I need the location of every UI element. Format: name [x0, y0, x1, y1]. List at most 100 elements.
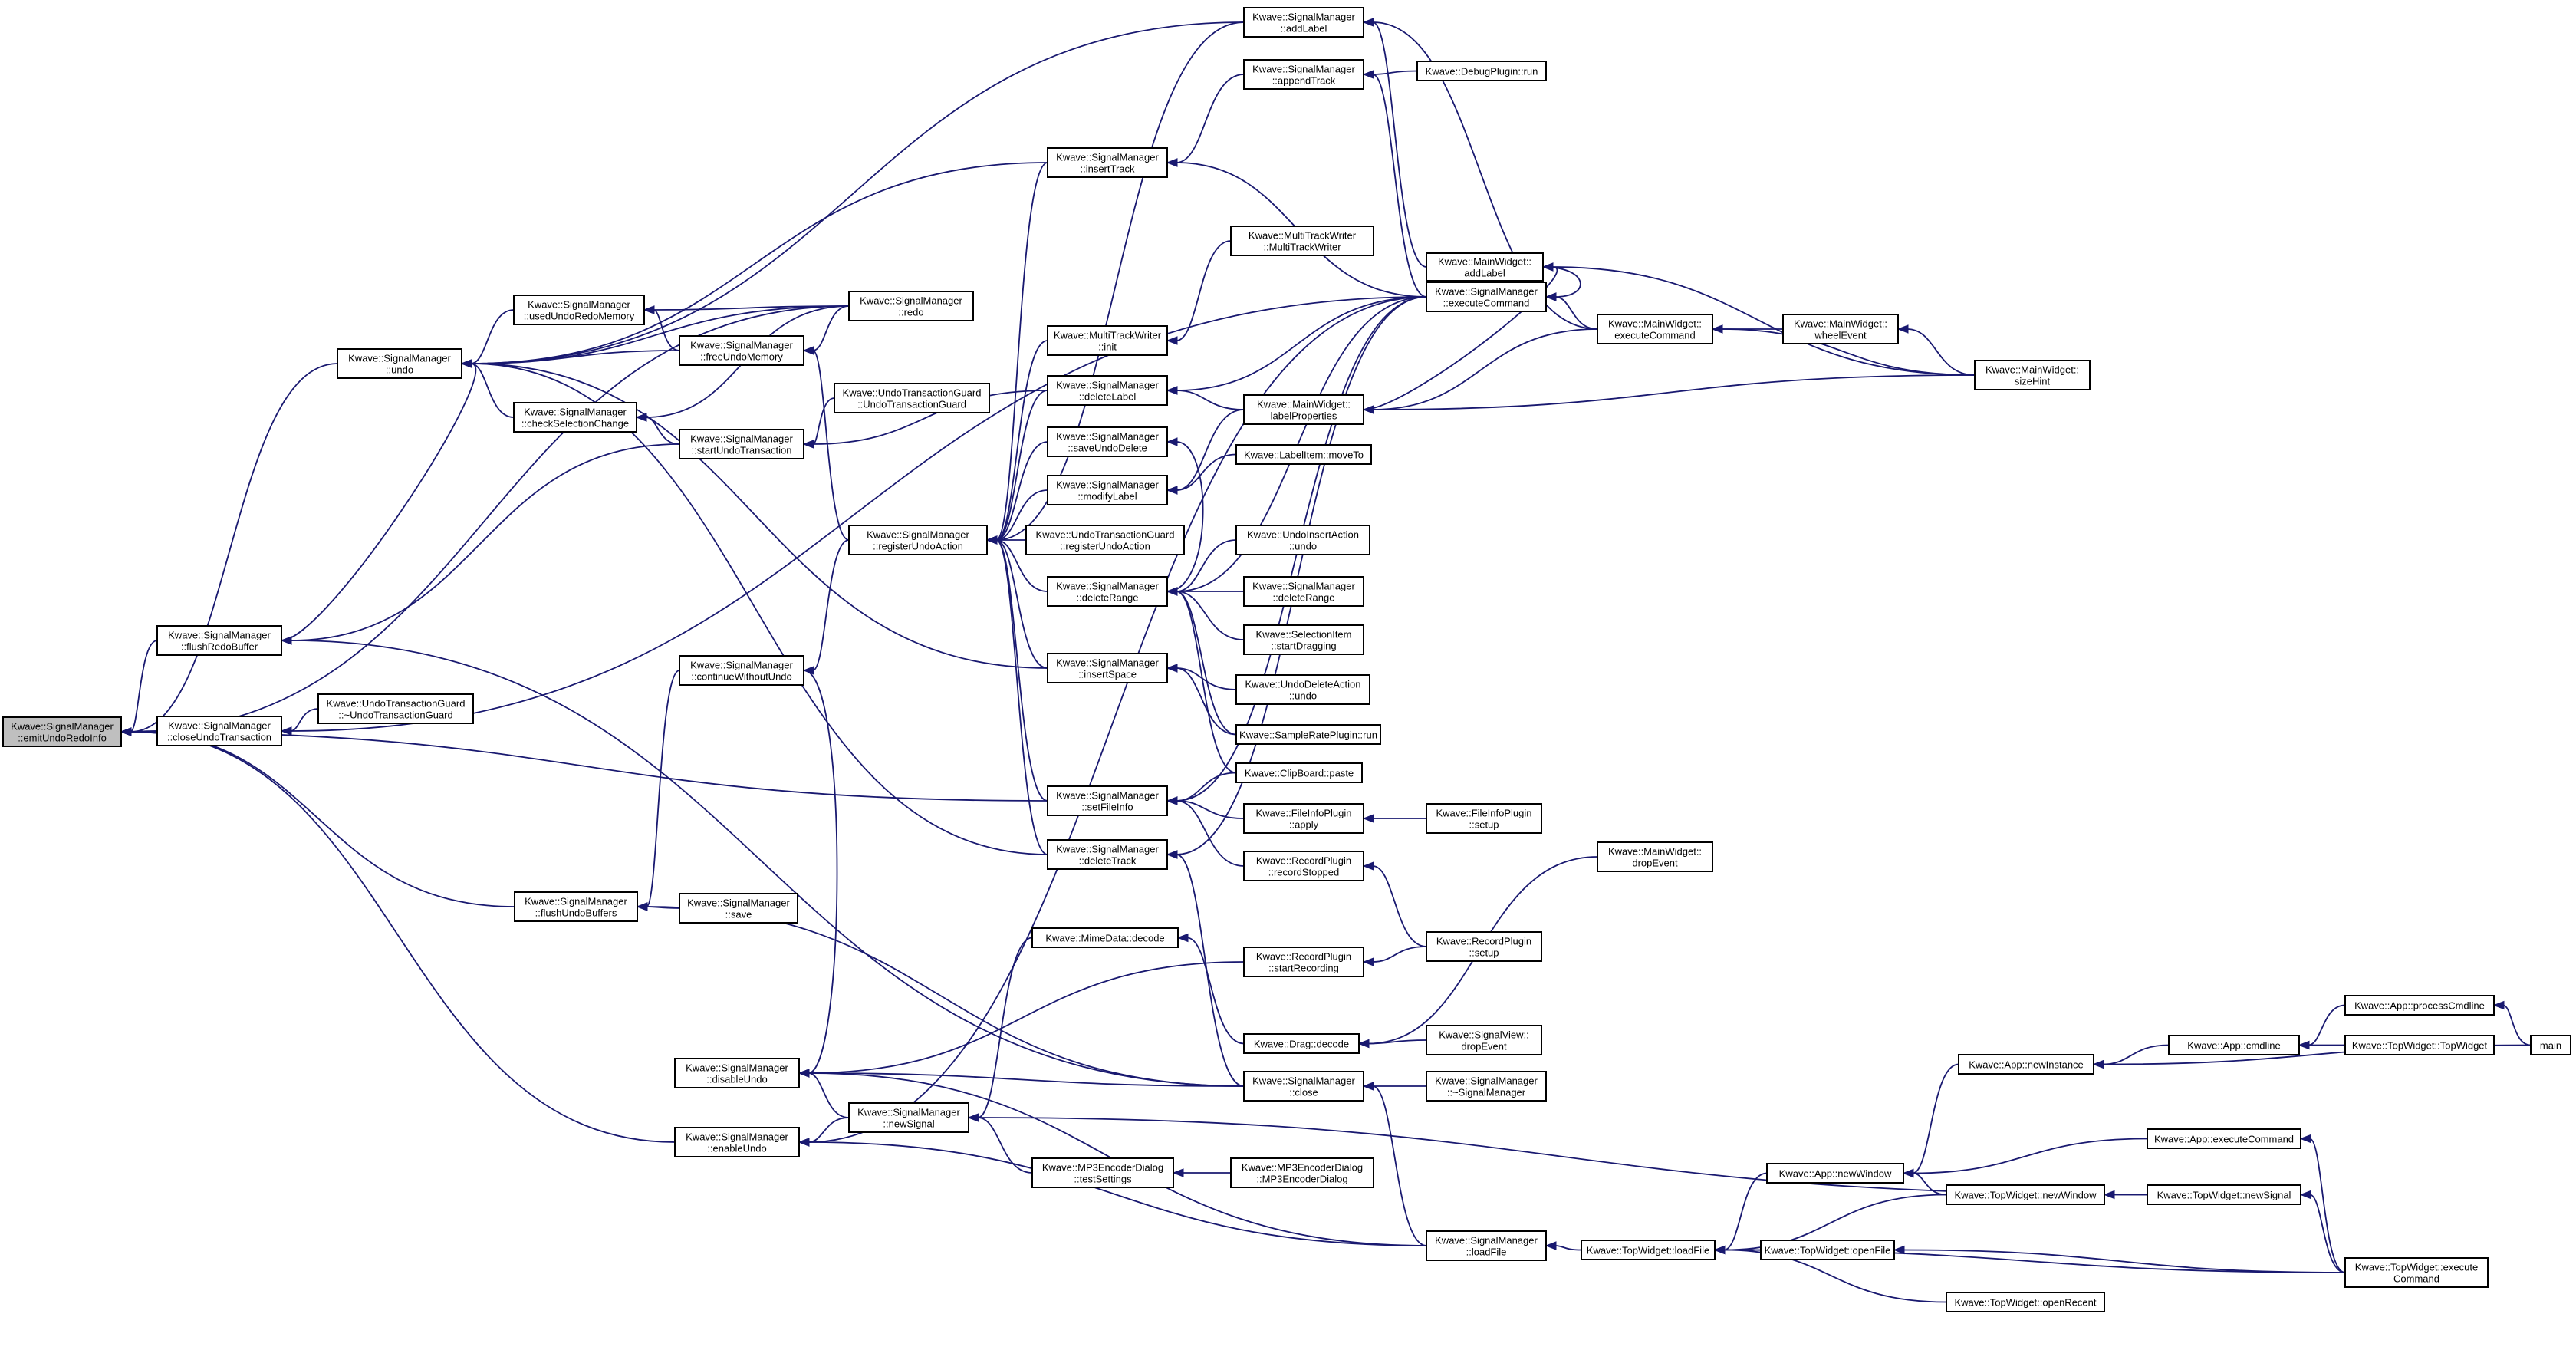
node-flush-redo[interactable]: Kwave::SignalManager::flushRedoBuffer — [156, 625, 282, 656]
node-uia-undo[interactable]: Kwave::UndoInsertAction::undo — [1235, 525, 1370, 555]
node-mw-wheel[interactable]: Kwave::MainWidget::wheelEvent — [1782, 314, 1899, 344]
node-app-proc-cmd[interactable]: Kwave::App::processCmdline — [2344, 995, 2495, 1016]
node-label: Kwave::SignalManager — [168, 720, 271, 732]
node-label: Kwave::UndoTransactionGuard — [327, 698, 466, 710]
node-rp-stopped[interactable]: Kwave::RecordPlugin::recordStopped — [1243, 851, 1364, 881]
node-label: Kwave::DebugPlugin::run — [1426, 66, 1538, 77]
node-tw-ctor[interactable]: Kwave::TopWidget::TopWidget — [2344, 1035, 2495, 1055]
node-reg-ua[interactable]: Kwave::SignalManager::registerUndoAction — [848, 525, 988, 555]
node-enable-undo[interactable]: Kwave::SignalManager::enableUndo — [674, 1127, 800, 1157]
node-label: Kwave::SignalManager — [1252, 1075, 1355, 1087]
node-new-signal[interactable]: Kwave::SignalManager::newSignal — [848, 1102, 969, 1133]
node-add-label[interactable]: Kwave::SignalManager::addLabel — [1243, 7, 1364, 38]
node-uda-undo[interactable]: Kwave::UndoDeleteAction::undo — [1235, 674, 1370, 705]
node-flush-undo[interactable]: Kwave::SignalManager::flushUndoBuffers — [514, 891, 638, 922]
node-utg-ctor[interactable]: Kwave::UndoTransactionGuard::UndoTransac… — [834, 383, 990, 413]
node-app-exec[interactable]: Kwave::App::executeCommand — [2147, 1128, 2301, 1149]
node-mtw-ctor[interactable]: Kwave::MultiTrackWriter::MultiTrackWrite… — [1230, 226, 1374, 256]
node-mtw-init[interactable]: Kwave::MultiTrackWriter::init — [1047, 325, 1168, 356]
node-mp3-ctor[interactable]: Kwave::MP3EncoderDialog::MP3EncoderDialo… — [1230, 1157, 1374, 1188]
node-app-new-inst[interactable]: Kwave::App::newInstance — [1958, 1054, 2094, 1075]
edge-sm-close-to-flush-redo — [280, 636, 1245, 1087]
node-sm-dtor[interactable]: Kwave::SignalManager::~SignalManager — [1426, 1071, 1547, 1102]
node-mw-exec[interactable]: Kwave::MainWidget::executeCommand — [1597, 314, 1713, 344]
node-label-move-to[interactable]: Kwave::LabelItem::moveTo — [1235, 444, 1372, 465]
node-label: Command — [2393, 1273, 2439, 1285]
node-cont-wu[interactable]: Kwave::SignalManager::continueWithoutUnd… — [679, 655, 804, 686]
node-dbg-run[interactable]: Kwave::DebugPlugin::run — [1416, 61, 1547, 81]
edge-delete-label-to-start-ut — [802, 390, 1048, 449]
node-mw-add-label[interactable]: Kwave::MainWidget::addLabel — [1426, 252, 1544, 282]
node-mw-drop[interactable]: Kwave::MainWidget::dropEvent — [1597, 841, 1713, 872]
node-tw-exec[interactable]: Kwave::TopWidget::executeCommand — [2344, 1257, 2489, 1288]
node-label: Kwave::TopWidget::execute — [2355, 1262, 2478, 1273]
node-mime-decode[interactable]: Kwave::MimeData::decode — [1031, 927, 1179, 948]
node-rp-start[interactable]: Kwave::RecordPlugin::startRecording — [1243, 947, 1364, 977]
node-redo[interactable]: Kwave::SignalManager::redo — [848, 291, 974, 321]
node-label: Kwave::SignalManager — [1056, 479, 1159, 491]
node-free-um[interactable]: Kwave::SignalManager::freeUndoMemory — [679, 335, 804, 366]
node-tw-new-signal[interactable]: Kwave::TopWidget::newSignal — [2147, 1184, 2301, 1205]
node-utg-reg[interactable]: Kwave::UndoTransactionGuard::registerUnd… — [1025, 525, 1185, 555]
node-app-cmdline[interactable]: Kwave::App::cmdline — [2168, 1035, 2300, 1055]
node-box — [1031, 1157, 1174, 1188]
node-sel-start-drag[interactable]: Kwave::SelectionItem::startDragging — [1243, 624, 1364, 655]
node-cb-paste[interactable]: Kwave::ClipBoard::paste — [1235, 762, 1363, 783]
node-rp-setup[interactable]: Kwave::RecordPlugin::setup — [1426, 931, 1542, 962]
node-undo[interactable]: Kwave::SignalManager::undo — [337, 348, 462, 379]
node-label: labelProperties — [1271, 410, 1337, 422]
node-tl-load-file[interactable]: Kwave::TopWidget::loadFile — [1581, 1240, 1716, 1260]
node-delete-range[interactable]: Kwave::SignalManager::deleteRange — [1047, 576, 1168, 607]
node-box — [1025, 525, 1185, 555]
node-sm-delete-range2[interactable]: Kwave::SignalManager::deleteRange — [1243, 576, 1364, 607]
node-insert-space[interactable]: Kwave::SignalManager::insertSpace — [1047, 653, 1168, 683]
node-box — [156, 625, 282, 656]
node-label: Kwave::SignalManager — [1056, 380, 1159, 391]
node-tw-open-recent[interactable]: Kwave::TopWidget::openRecent — [1946, 1292, 2105, 1312]
node-sm-close[interactable]: Kwave::SignalManager::close — [1243, 1071, 1364, 1102]
edge-mw-exec-to-sm-exec — [1545, 292, 1598, 330]
node-mp3-test[interactable]: Kwave::MP3EncoderDialog::testSettings — [1031, 1157, 1174, 1188]
node-sm-save[interactable]: Kwave::SignalManager::save — [679, 893, 798, 924]
node-box — [1047, 325, 1168, 356]
node-box — [1760, 1240, 1895, 1260]
node-label: ::startRecording — [1268, 963, 1339, 974]
node-fip-apply[interactable]: Kwave::FileInfoPlugin::apply — [1243, 803, 1364, 834]
node-sm-exec[interactable]: Kwave::SignalManager::executeCommand — [1426, 282, 1547, 312]
node-label: Kwave::SampleRatePlugin::run — [1239, 729, 1377, 741]
node-close-ut[interactable]: Kwave::SignalManager::closeUndoTransacti… — [156, 716, 282, 746]
node-app-new-win[interactable]: Kwave::App::newWindow — [1766, 1163, 1904, 1184]
node-start-ut[interactable]: Kwave::SignalManager::startUndoTransacti… — [679, 429, 804, 459]
node-fip-setup[interactable]: Kwave::FileInfoPlugin::setup — [1426, 803, 1542, 834]
node-append-track[interactable]: Kwave::SignalManager::appendTrack — [1243, 59, 1364, 90]
node-delete-label[interactable]: Kwave::SignalManager::deleteLabel — [1047, 375, 1168, 406]
node-modify-label[interactable]: Kwave::SignalManager::modifyLabel — [1047, 475, 1168, 505]
edge-cont-wu-to-disable-undo — [798, 670, 838, 1078]
node-label: main — [2540, 1040, 2561, 1052]
node-tw-open-file[interactable]: Kwave::TopWidget::openFile — [1760, 1240, 1895, 1260]
node-insert-track[interactable]: Kwave::SignalManager::insertTrack — [1047, 147, 1168, 178]
node-mw-size-hint[interactable]: Kwave::MainWidget::sizeHint — [1974, 360, 2091, 390]
node-save-ud[interactable]: Kwave::SignalManager::saveUndoDelete — [1047, 426, 1168, 457]
node-set-file-info[interactable]: Kwave::SignalManager::setFileInfo — [1047, 785, 1168, 816]
node-tw-new-win[interactable]: Kwave::TopWidget::newWindow — [1946, 1184, 2105, 1205]
node-main[interactable]: main — [2530, 1035, 2571, 1055]
node-box — [1426, 1025, 1542, 1055]
edge-app-new-win-to-tl-load-file — [1713, 1172, 1768, 1255]
node-label: ::flushRedoBuffer — [181, 641, 258, 653]
node-label: ::usedUndoRedoMemory — [524, 311, 635, 322]
node-drag-decode[interactable]: Kwave::Drag::decode — [1243, 1033, 1360, 1054]
node-sm-load-file[interactable]: Kwave::SignalManager::loadFile — [1426, 1230, 1547, 1261]
node-disable-undo[interactable]: Kwave::SignalManager::disableUndo — [674, 1058, 800, 1088]
node-label: ::undo — [1289, 541, 1317, 552]
node-sv-drop[interactable]: Kwave::SignalView::dropEvent — [1426, 1025, 1542, 1055]
node-check-sel[interactable]: Kwave::SignalManager::checkSelectionChan… — [513, 402, 637, 433]
node-srp-run[interactable]: Kwave::SampleRatePlugin::run — [1235, 724, 1381, 745]
node-delete-track[interactable]: Kwave::SignalManager::deleteTrack — [1047, 839, 1168, 870]
node-emit[interactable]: Kwave::SignalManager::emitUndoRedoInfo — [2, 716, 122, 747]
node-used-urm[interactable]: Kwave::SignalManager::usedUndoRedoMemory — [513, 295, 645, 325]
node-mw-label-props[interactable]: Kwave::MainWidget::labelProperties — [1243, 394, 1364, 425]
edge-tw-exec-to-tw-open-file — [1893, 1245, 2346, 1273]
node-utg-dtor[interactable]: Kwave::UndoTransactionGuard::~UndoTransa… — [317, 693, 474, 724]
